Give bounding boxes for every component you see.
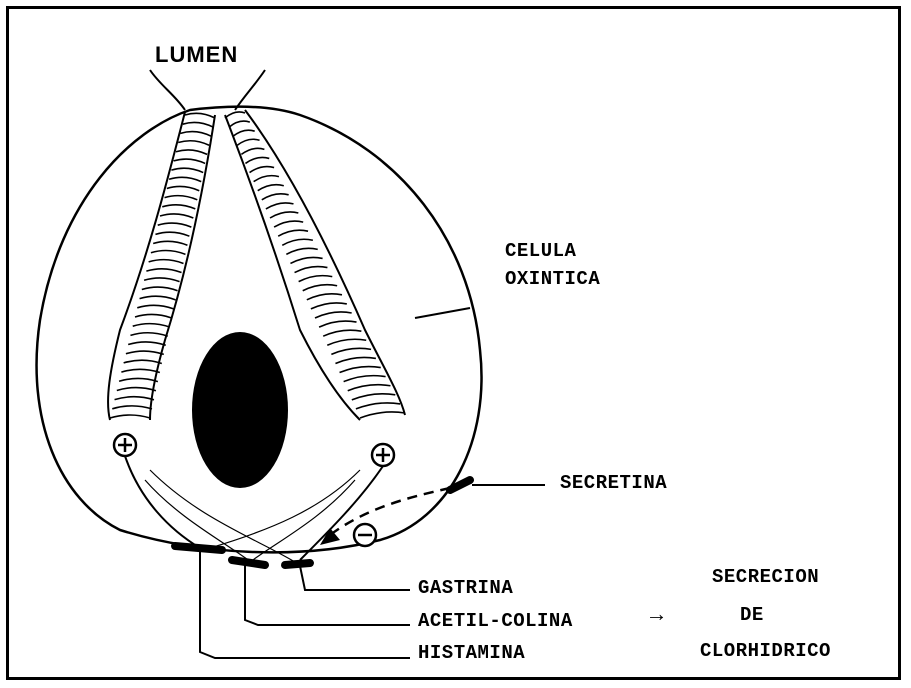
canaliculus-fold [165, 196, 198, 200]
canaliculus-fold [282, 239, 313, 245]
canaliculus-fold [178, 141, 209, 146]
canaliculus-fold [327, 339, 366, 345]
leader-gastrina [300, 566, 410, 590]
leader-acetilcolina [245, 565, 410, 625]
canaliculus-fold [160, 214, 193, 218]
canaliculus-fold [133, 324, 170, 327]
canaliculus-fold [162, 205, 195, 209]
secrecion-line3: CLORHIDRICO [700, 640, 831, 662]
canaliculus-fold [335, 357, 375, 363]
canaliculus-fold [167, 186, 199, 190]
canaliculus-fold [183, 122, 213, 127]
canaliculus-fold [295, 267, 328, 273]
cell-outline [37, 107, 482, 553]
canaliculus-fold [344, 376, 386, 382]
canaliculus-fold [115, 397, 154, 400]
secrecion-line1: SECRECION [712, 566, 819, 588]
canaliculus-fold [153, 241, 187, 245]
canaliculus-fold [155, 232, 189, 236]
canaliculus-fold [323, 330, 361, 336]
canaliculus-fold [117, 388, 156, 391]
canaliculus-fold [119, 378, 158, 381]
canaliculus-fold [180, 132, 211, 137]
canaliculus-fold [142, 287, 178, 291]
canaliculus-fold [149, 260, 184, 264]
canaliculus-fold [278, 230, 308, 236]
canaliculus-fold [340, 367, 381, 373]
receptor-histamina [175, 546, 222, 550]
canaliculus-fold [262, 194, 289, 200]
canaliculus-fold [121, 369, 159, 372]
canaliculus-fold [185, 113, 215, 118]
canaliculus-fold [237, 139, 259, 145]
canaliculus-fold [124, 360, 162, 363]
canaliculus-fold [151, 250, 186, 254]
canaliculus-fold [274, 221, 303, 227]
canaliculus-fold [229, 121, 250, 127]
canaliculus-fold [266, 203, 294, 209]
canaliculus-fold [258, 185, 284, 191]
canaliculus-fold [225, 112, 245, 118]
lumen-label: LUMEN [155, 42, 238, 68]
canaliculus-fold [299, 276, 333, 282]
canaliculus-fold [126, 351, 164, 354]
arrow-label: → [650, 603, 664, 628]
cell-label-line2: OXINTICA [505, 268, 600, 290]
lumen-wall-right [235, 70, 265, 110]
canaliculus-fold [319, 321, 356, 327]
canaliculus-fold [135, 314, 172, 318]
canaliculus-fold [315, 312, 352, 318]
canaliculus-fold [303, 285, 337, 291]
canaliculus-fold [290, 257, 322, 263]
canaliculus-fold [352, 394, 395, 400]
secretina-label: SECRETINA [560, 472, 667, 494]
canaliculus-fold [356, 403, 400, 409]
cell-label-line1: CELULA [505, 240, 576, 262]
canaliculus-fold [245, 157, 269, 163]
canaliculus-fold [286, 248, 317, 254]
canaliculus-fold [169, 177, 201, 181]
canaliculus-fold [176, 150, 207, 154]
receptor-acetilcolina [232, 560, 265, 565]
canaliculus-fold [307, 294, 342, 300]
canaliculus-fold [233, 130, 255, 136]
canaliculus-fold [311, 303, 347, 309]
canaliculus-fold [171, 168, 203, 172]
histamina-label: HISTAMINA [418, 642, 525, 664]
canaliculus-fold [128, 342, 166, 345]
receptor-gastrina [285, 563, 310, 565]
canaliculus-fold [144, 278, 179, 282]
canaliculus-fold [110, 415, 150, 418]
canaliculus-fold [250, 167, 275, 173]
canaliculus-fold [146, 269, 181, 273]
canaliculus-fold [174, 159, 206, 163]
canaliculus-fold [137, 305, 173, 309]
canaliculus-fold [140, 296, 176, 300]
canaliculus-fold [254, 176, 279, 182]
acetilcolina-label: ACETIL-COLINA [418, 610, 573, 632]
secrecion-line2: DE [740, 604, 764, 626]
canaliculus-fold [241, 148, 264, 154]
gastrina-label: GASTRINA [418, 577, 513, 599]
canaliculus-fold [270, 212, 298, 218]
canaliculus-fold [158, 223, 192, 227]
leader-histamina [200, 552, 410, 658]
canaliculus-fold [360, 412, 405, 418]
leader-cell [415, 308, 470, 318]
canaliculus-fold [348, 385, 391, 391]
canaliculus-fold [331, 348, 371, 354]
cell-nucleus [192, 332, 288, 488]
canaliculus-fold [112, 406, 152, 409]
canaliculus-fold [130, 333, 167, 336]
lumen-wall-left [150, 70, 185, 110]
